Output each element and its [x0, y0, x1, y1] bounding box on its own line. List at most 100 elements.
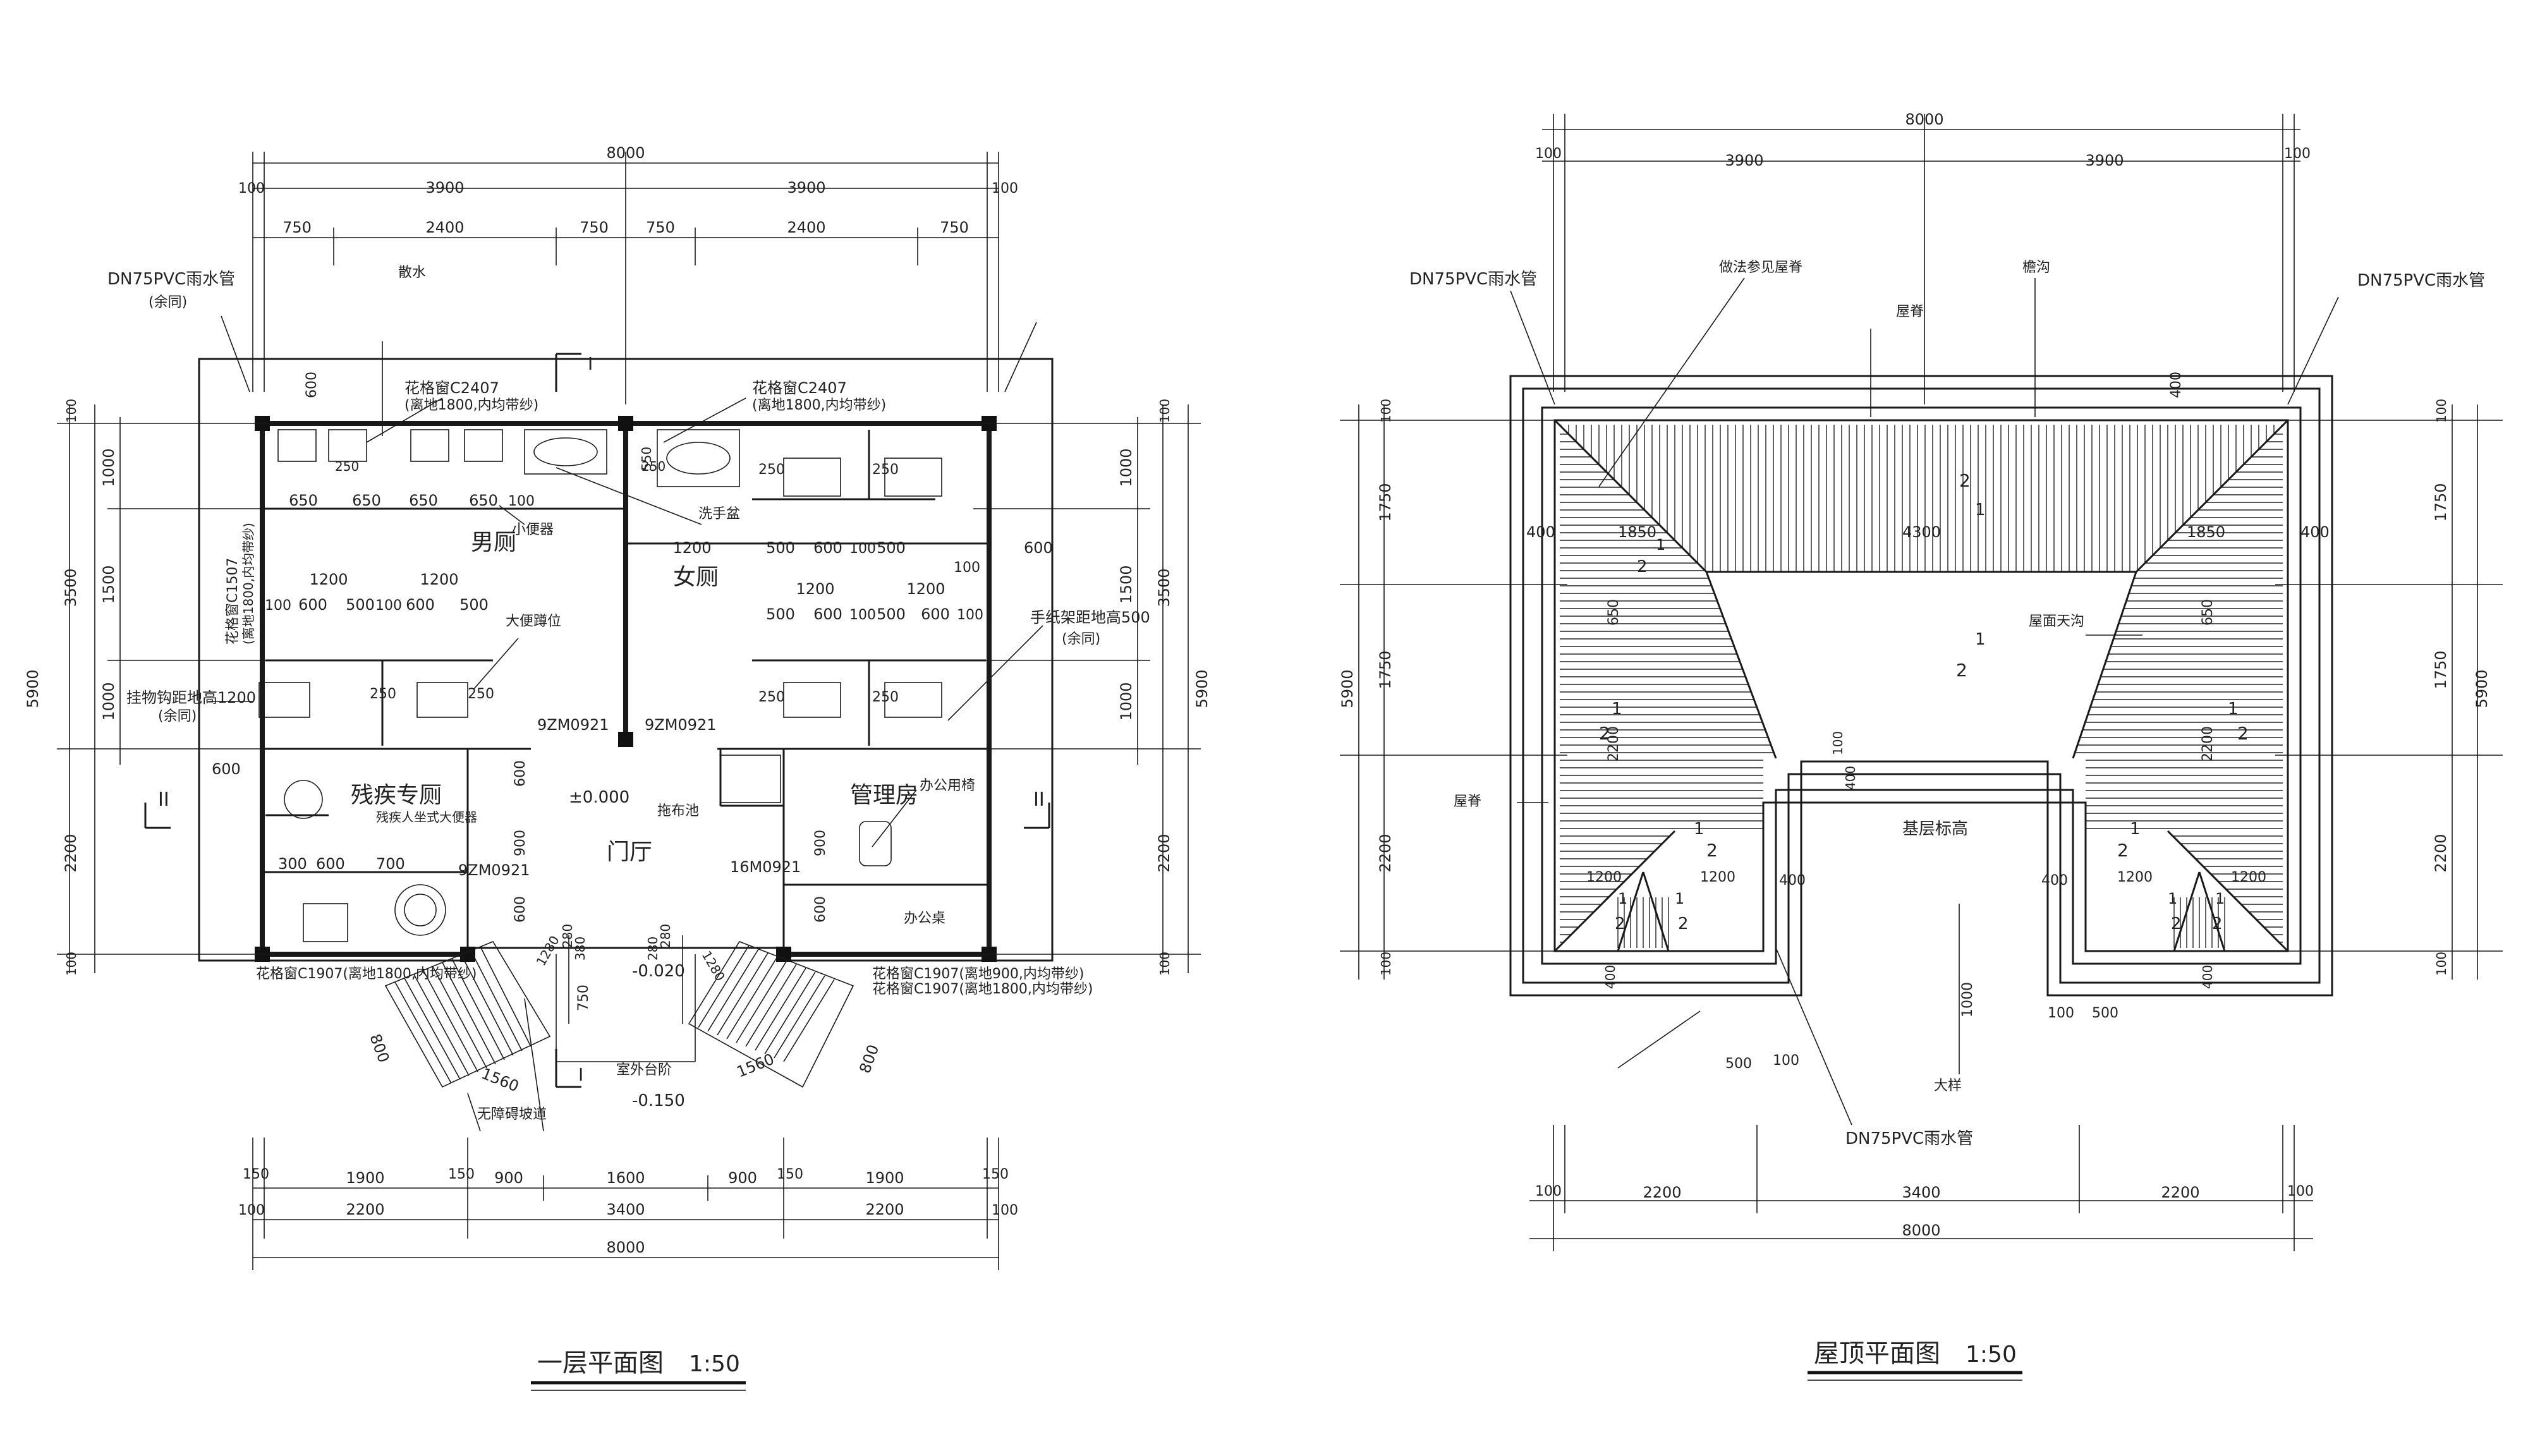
fix-dim-misc-4: 600 [1024, 539, 1053, 557]
roof-dim-650-b: 650 [2200, 599, 2216, 626]
fix-dim-w3-b: 600 [813, 605, 842, 623]
roof-slope-19: 2 [2212, 914, 2223, 933]
roof-top-dim-100-right: 100 [2284, 146, 2311, 162]
roof-plan-title: 屋顶平面图 [1814, 1339, 1940, 1368]
label-elev-1: -0.020 [632, 962, 685, 981]
roof-left-dim-5900: 5900 [1339, 669, 1356, 708]
fix-dim-w-1200: 1200 [672, 539, 711, 557]
label-elev-2: -0.150 [632, 1091, 685, 1110]
fix-dim-w-600: 600 [813, 539, 842, 557]
roof-bottom-dim-100-b: 100 [2287, 1184, 2314, 1199]
label-accessible-seat: 残疾人坐式大便器 [376, 810, 477, 825]
women-fixtures [657, 429, 942, 866]
roof-bottom-dim-2200-b: 2200 [2161, 1184, 2199, 1201]
roof-left-dim-1750-a: 1750 [1376, 483, 1394, 521]
roof-slope-1: 2 [1959, 470, 1971, 491]
roof-tile-hatch [1560, 425, 2283, 948]
fix-dim-men-1200-a: 1200 [309, 571, 348, 588]
ground-floor-plan: 8000 100 3900 3900 100 750 2400 750 750 … [24, 144, 1211, 1391]
label-office-desk: 办公桌 [904, 911, 945, 926]
fix-dim-men3-b: 600 [298, 596, 327, 614]
fix-dim-w-100-b: 100 [954, 560, 980, 576]
fix-dim-w3-c: 100 [849, 607, 876, 623]
roof-right-dim-2200: 2200 [2432, 834, 2450, 872]
roof-dim-400-c: 400 [2168, 372, 2184, 398]
roof-dim-1000: 1000 [1960, 982, 1976, 1017]
fix-dim-small-3: 250 [758, 462, 785, 478]
roof-dim-400-h: 400 [2200, 965, 2215, 989]
right-dim-100-bottom: 100 [1157, 952, 1172, 976]
roof-bottom-dimension-lines [1529, 1125, 2313, 1251]
roof-left-dim-100-top: 100 [1378, 399, 1394, 423]
interior-walls [262, 430, 989, 954]
top-dim-2400-a: 2400 [425, 219, 464, 236]
fix-dim-misc-11: 600 [513, 896, 528, 923]
bottom-dim-150-b: 150 [448, 1167, 475, 1182]
roof-slope-5: 2 [1599, 723, 1610, 744]
left-dim-1000-a: 1000 [100, 448, 118, 487]
entry-steps [556, 935, 696, 1062]
left-dimension-lines [57, 404, 278, 973]
ground-plan-scale: 1:50 [689, 1351, 740, 1377]
fix-dim-misc-23: 1280 [533, 933, 562, 968]
bottom-dimension-lines [252, 1138, 999, 1270]
roof-dim-400-g: 400 [1603, 965, 1618, 989]
roof-bottom-dim-100-a: 100 [1535, 1184, 1562, 1199]
fix-dim-w-100-a: 100 [849, 541, 876, 557]
label-window-bottom-right-2: 花格窗C1907(离地1800,内均带纱) [872, 981, 1093, 997]
label-window-left-note: (离地1800,内均带纱) [404, 397, 538, 413]
top-dim-100-right: 100 [992, 181, 1018, 197]
roof-bottom-dim-3400: 3400 [1902, 1184, 1940, 1201]
bottom-dim-1900-b: 1900 [865, 1169, 904, 1187]
section-mark-bottom: I [578, 1064, 583, 1085]
roof-right-dim-5900: 5900 [2473, 669, 2491, 708]
bottom-dim-150-c: 150 [777, 1167, 803, 1182]
fix-dim-misc-9: 700 [376, 855, 405, 873]
roof-outline [1509, 375, 2333, 997]
right-dim-1500: 1500 [1117, 565, 1135, 604]
fix-dim-misc-13: 600 [813, 896, 829, 923]
right-ramp [688, 941, 854, 1088]
label-side-window: 花格窗C1507 [225, 558, 241, 645]
roof-top-dimension-lines [1542, 114, 2300, 404]
room-hall: 门厅 [607, 839, 652, 865]
fix-dim-misc-10: 900 [513, 830, 528, 856]
room-women: 女厕 [673, 564, 719, 590]
roof-right-dimension-lines [2275, 404, 2503, 980]
roof-leader-lines [1510, 277, 2339, 1125]
roof-label-detail: 大样 [1934, 1078, 1962, 1094]
right-dim-1000-b: 1000 [1117, 682, 1135, 720]
roof-dim-650-a: 650 [1606, 599, 1622, 626]
fix-dim-misc-21: 380 [573, 937, 588, 961]
label-door-4: 16M0921 [730, 858, 801, 876]
roof-slope-20: 1 [2215, 890, 2225, 907]
roof-dim-400-b: 400 [2300, 523, 2330, 541]
roof-slope-15: 2 [1678, 914, 1689, 933]
label-hook: 挂物钩距地高1200 [126, 689, 256, 707]
roof-label-ridge-ref: 做法参见屋脊 [1719, 260, 1802, 276]
fix-dim-men3-a: 100 [265, 598, 291, 614]
top-dimension-lines [252, 152, 999, 404]
fix-dim-misc-6: 600 [513, 760, 528, 787]
left-dim-100-bottom: 100 [64, 952, 79, 976]
roof-label-ridge: 屋脊 [1896, 304, 1924, 320]
fix-dim-w2-1200-b: 1200 [906, 580, 945, 598]
fix-dim-small-1: 250 [370, 686, 396, 702]
fix-dim-men-650-d: 650 [469, 492, 498, 509]
roof-slope-22: 1 [1656, 536, 1665, 554]
roof-dim-1200-d: 1200 [2231, 870, 2266, 885]
roof-label-valley: 屋面天沟 [2029, 614, 2084, 629]
roof-right-dim-1750-b: 1750 [2432, 650, 2450, 689]
fix-dim-small-4: 250 [872, 462, 899, 478]
roof-slope-13: 2 [1615, 914, 1626, 933]
roof-dim-400-d: 400 [1843, 766, 1858, 790]
fix-dim-small-5: 250 [758, 689, 785, 705]
bottom-dim-100-b: 100 [992, 1203, 1018, 1218]
label-rain-pipe: DN75PVC雨水管 [107, 270, 235, 289]
roof-label-ridge-left: 屋脊 [1454, 794, 1481, 810]
leader-lines [209, 315, 1043, 1132]
label-door-2: 9ZM0921 [645, 716, 717, 734]
fix-dim-misc-14: 800 [366, 1031, 392, 1065]
bottom-dim-1600: 1600 [606, 1169, 645, 1187]
room-men: 男厕 [471, 530, 516, 555]
